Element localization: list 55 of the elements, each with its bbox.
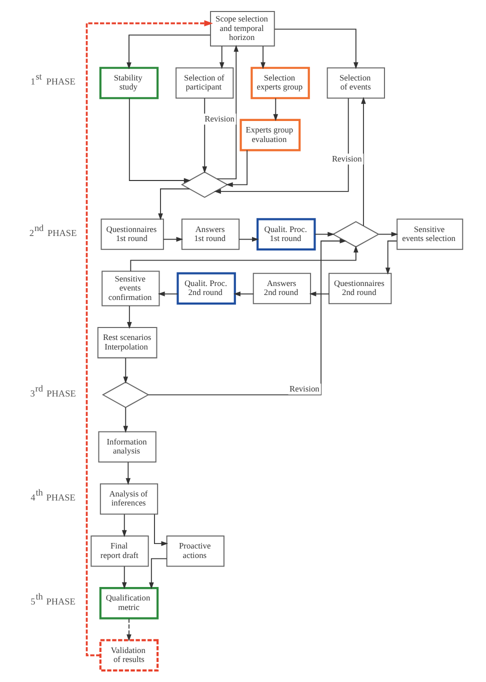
node-box: Selection of events — [326, 67, 384, 99]
arrow — [225, 150, 248, 188]
node-box: Stability study — [98, 66, 158, 100]
node-box: Rest scenarios Interpolation — [96, 327, 157, 358]
arrow — [216, 44, 238, 180]
arrow — [274, 28, 358, 70]
node-box: Qualit. Proc. 1st round — [256, 218, 316, 250]
arrow — [148, 558, 167, 590]
arrow — [314, 232, 334, 237]
node-box: Information analysis — [98, 431, 156, 463]
node-box: Analysis of inferences — [99, 483, 158, 515]
node-box: Questionnaires 2nd round — [328, 272, 392, 304]
arrow — [238, 236, 258, 242]
arrow — [154, 514, 168, 546]
arrow — [233, 292, 254, 296]
arrow — [126, 618, 131, 642]
node-diamond — [332, 221, 380, 248]
node-diamond — [180, 172, 228, 198]
node-box: Sensitive events confirmation — [101, 270, 160, 306]
arrow — [272, 98, 278, 122]
edge-label: Revision — [331, 154, 362, 164]
arrow — [308, 292, 329, 296]
node-box: Answers 1st round — [180, 218, 240, 250]
node-box: Answers 2nd round — [252, 272, 311, 304]
arrow — [384, 240, 397, 275]
arrow — [158, 188, 190, 220]
node-box: Validation of results — [98, 639, 158, 672]
arrow — [360, 96, 366, 226]
edge-label: Revision — [289, 384, 319, 394]
arrow — [126, 34, 210, 70]
arrow — [128, 98, 190, 183]
node-box: Questionnaires 1st round — [100, 218, 164, 250]
arrow — [122, 358, 128, 384]
arrow — [260, 46, 265, 70]
arrow — [121, 514, 126, 538]
edge-label: Revision — [204, 114, 234, 124]
arrow — [125, 462, 130, 485]
node-box: Qualification metric — [98, 587, 158, 620]
node-box: Proactive actions — [166, 535, 224, 567]
arrow — [157, 292, 178, 296]
node-box: Sensitive events selection — [396, 218, 463, 250]
node-box: Scope selection and temporal horizon — [210, 11, 274, 47]
arrow — [162, 236, 183, 242]
node-box: Final report draft — [90, 535, 148, 567]
node-box: Selection of participant — [175, 67, 234, 99]
arrow — [218, 46, 224, 70]
arrow — [122, 406, 128, 433]
arrow — [126, 305, 132, 329]
node-box: Selection experts group — [250, 66, 310, 100]
arrow — [121, 566, 126, 590]
arrow — [378, 232, 398, 237]
arrow — [214, 98, 348, 194]
node-box: Experts group evaluation — [239, 118, 300, 152]
node-diamond — [101, 382, 149, 408]
node-box: Qualit. Proc. 2nd round — [176, 272, 236, 305]
